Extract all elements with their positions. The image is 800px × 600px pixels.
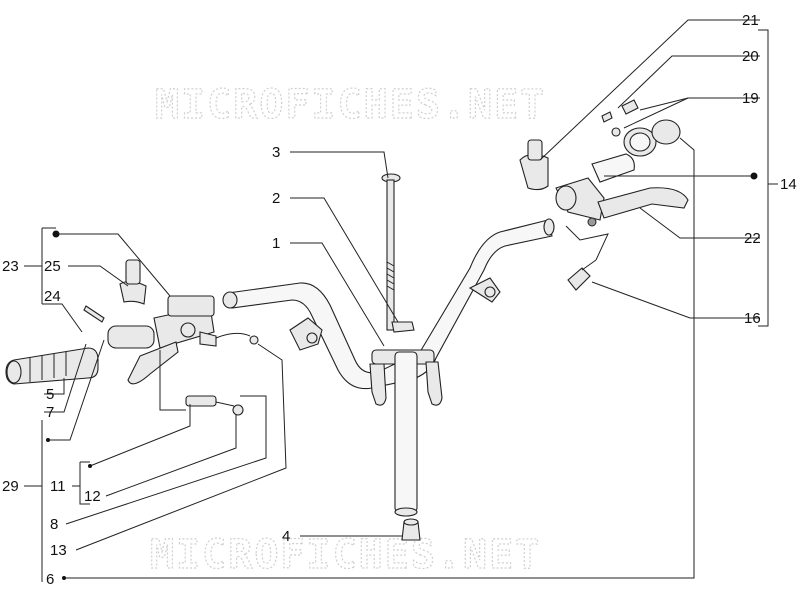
watermark-top: MICROFICHES.NET xyxy=(155,82,546,128)
left-brake-assembly xyxy=(107,295,217,385)
right-switch-housing xyxy=(519,139,549,191)
dot-marker xyxy=(750,172,758,180)
callout-12: 12 xyxy=(84,488,101,505)
callout-6: 6 xyxy=(46,571,54,588)
left-switch-clamp xyxy=(119,259,147,305)
callout-29: 29 xyxy=(2,478,19,495)
brake-hose xyxy=(185,332,259,416)
callout-20: 20 xyxy=(742,48,759,65)
long-bolt xyxy=(381,173,401,331)
callout-25: 25 xyxy=(44,258,61,275)
small-screw xyxy=(83,305,105,323)
callout-16: 16 xyxy=(744,310,761,327)
right-grip-assembly xyxy=(591,119,681,183)
dot-marker xyxy=(88,464,92,468)
callout-21: 21 xyxy=(742,12,759,29)
callout-5: 5 xyxy=(46,386,54,403)
small-screws-upper xyxy=(601,99,639,137)
right-brake-lever xyxy=(555,177,689,227)
callout-1: 1 xyxy=(272,235,280,252)
callout-14: 14 xyxy=(780,176,797,193)
callout-2: 2 xyxy=(272,190,280,207)
callout-24: 24 xyxy=(44,288,61,305)
callout-8: 8 xyxy=(50,516,58,533)
callout-13: 13 xyxy=(50,542,67,559)
callout-19: 19 xyxy=(742,90,759,107)
callout-3: 3 xyxy=(272,144,280,161)
dot-marker xyxy=(52,230,60,238)
callout-22: 22 xyxy=(744,230,761,247)
callout-4: 4 xyxy=(282,528,290,545)
callout-11: 11 xyxy=(50,478,66,495)
handlebar xyxy=(222,218,555,406)
left-grip xyxy=(5,347,99,385)
steering-column xyxy=(394,351,418,517)
nut xyxy=(391,321,415,333)
stop-switch xyxy=(567,259,597,291)
leader-lines xyxy=(24,19,778,582)
callout-23: 23 xyxy=(2,258,19,275)
watermark-bottom: MICROFICHES.NET xyxy=(150,532,541,578)
callout-7: 7 xyxy=(46,404,54,421)
dot-marker xyxy=(62,576,66,580)
dot-marker xyxy=(46,438,50,442)
end-cap xyxy=(401,518,421,541)
